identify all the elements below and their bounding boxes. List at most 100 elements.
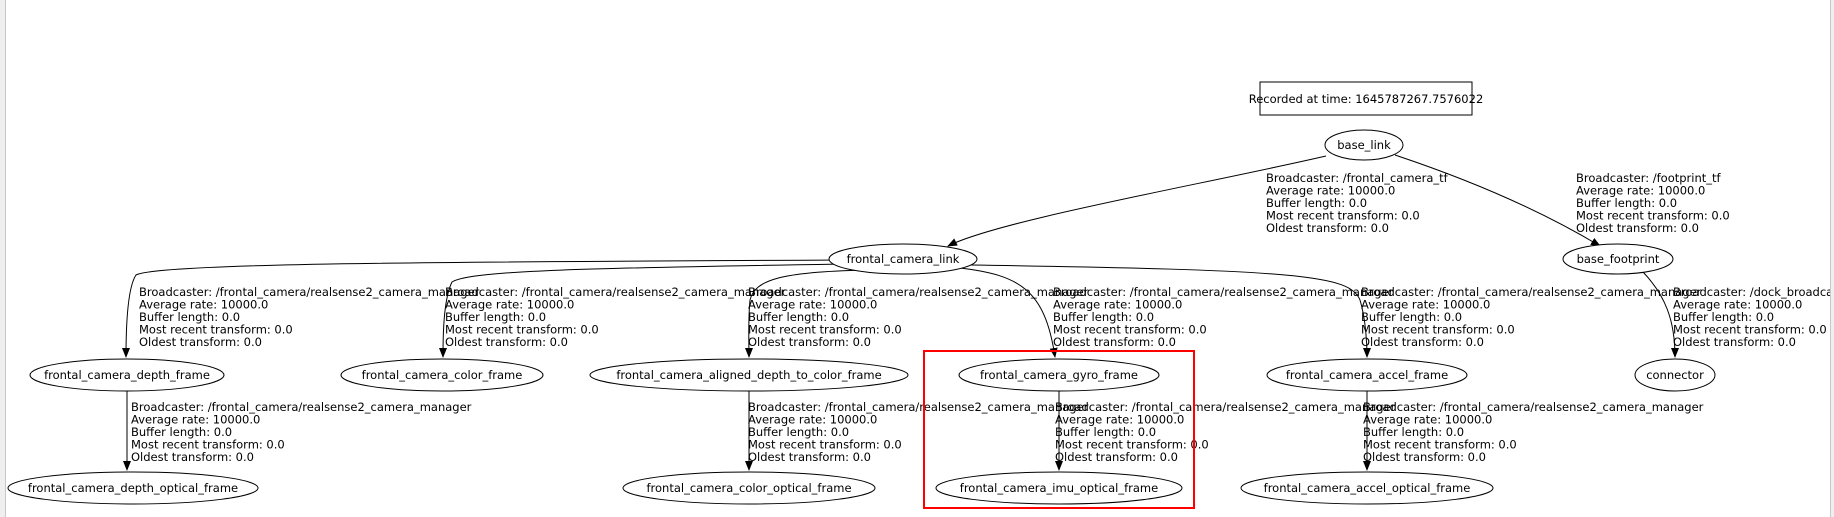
edge-label: Broadcaster: /frontal_camera/realsense2_… [748, 285, 1089, 349]
node-frontal_camera_link[interactable]: frontal_camera_link [828, 243, 978, 275]
edge-label-line: Average rate: 10000.0 [1053, 298, 1182, 312]
edge-label-line: Most recent transform: 0.0 [1361, 323, 1515, 337]
edge-label-line: Oldest transform: 0.0 [1363, 450, 1486, 464]
node-label: connector [1646, 368, 1704, 382]
edge-label-line: Buffer length: 0.0 [139, 310, 240, 324]
edge-label-line: Average rate: 10000.0 [1055, 413, 1184, 427]
edge-label-line: Most recent transform: 0.0 [1363, 438, 1517, 452]
node-label: frontal_camera_color_optical_frame [646, 481, 851, 495]
node-ellipse[interactable] [935, 471, 1183, 505]
edge-label-line: Oldest transform: 0.0 [748, 450, 871, 464]
edge-arrow [439, 263, 846, 358]
edge-label-line: Oldest transform: 0.0 [139, 335, 262, 349]
edge-label-line: Buffer length: 0.0 [1361, 310, 1462, 324]
node-frontal_camera_gyro_frame[interactable]: frontal_camera_gyro_frame [958, 358, 1160, 392]
edge-label-line: Buffer length: 0.0 [1673, 310, 1774, 324]
node-label: frontal_camera_accel_optical_frame [1264, 481, 1471, 495]
node-frontal_camera_imu_optical_frame[interactable]: frontal_camera_imu_optical_frame [935, 471, 1183, 505]
edge-label-line: Broadcaster: /frontal_camera_tf [1266, 171, 1449, 185]
node-ellipse[interactable] [29, 358, 225, 392]
node-ellipse[interactable] [828, 243, 978, 275]
edge-label-line: Most recent transform: 0.0 [748, 438, 902, 452]
edge-label-line: Broadcaster: /frontal_camera/realsense2_… [139, 285, 480, 299]
node-label: frontal_camera_gyro_frame [980, 368, 1138, 382]
edge-label-line: Buffer length: 0.0 [445, 310, 546, 324]
edge-label: Broadcaster: /frontal_camera/realsense2_… [1053, 285, 1394, 349]
edge-label-line: Most recent transform: 0.0 [1266, 209, 1420, 223]
edge-label-line: Buffer length: 0.0 [1363, 425, 1464, 439]
edge-label-line: Most recent transform: 0.0 [131, 438, 285, 452]
edge-frontal_camera_link-to-frontal_camera_depth_frame: Broadcaster: /frontal_camera/realsense2_… [122, 259, 841, 358]
node-label: frontal_camera_accel_frame [1286, 368, 1448, 382]
edge-label-line: Oldest transform: 0.0 [1055, 450, 1178, 464]
edge-label-line: Broadcaster: /frontal_camera/realsense2_… [445, 285, 786, 299]
edge-label-line: Broadcaster: /frontal_camera/realsense2_… [1055, 400, 1396, 414]
node-ellipse[interactable] [340, 358, 544, 392]
node-ellipse[interactable] [1634, 358, 1716, 392]
edge-arrow [947, 155, 1327, 247]
edge-label-line: Average rate: 10000.0 [1363, 413, 1492, 427]
node-base_link[interactable]: base_link [1324, 129, 1404, 161]
edge-label-line: Broadcaster: /frontal_camera/realsense2_… [1361, 285, 1702, 299]
edge-label-line: Average rate: 10000.0 [1576, 184, 1705, 198]
edge-label-line: Broadcaster: /frontal_camera/realsense2_… [1363, 400, 1704, 414]
node-label: frontal_camera_color_frame [362, 368, 523, 382]
edge-label-line: Broadcaster: /footprint_tf [1576, 171, 1722, 185]
edge-label-line: Average rate: 10000.0 [445, 298, 574, 312]
node-base_footprint[interactable]: base_footprint [1562, 243, 1674, 275]
edge-label: Broadcaster: /frontal_camera/realsense2_… [1361, 285, 1702, 349]
node-ellipse[interactable] [1562, 243, 1674, 275]
edge-label-line: Average rate: 10000.0 [1266, 184, 1395, 198]
edge-label: Broadcaster: /frontal_camera/realsense2_… [748, 400, 1089, 464]
node-frontal_camera_accel_frame[interactable]: frontal_camera_accel_frame [1266, 358, 1468, 392]
recorded-time-box: Recorded at time: 1645787267.7576022 [1249, 81, 1483, 116]
node-label: frontal_camera_depth_optical_frame [28, 481, 238, 495]
node-frontal_camera_color_frame[interactable]: frontal_camera_color_frame [340, 358, 544, 392]
edge-label-line: Average rate: 10000.0 [131, 413, 260, 427]
edge-label-line: Most recent transform: 0.0 [1055, 438, 1209, 452]
node-ellipse[interactable] [622, 471, 876, 505]
edge-frontal_camera_depth_frame-to-frontal_camera_depth_optical_frame: Broadcaster: /frontal_camera/realsense2_… [123, 391, 472, 471]
highlight-box [923, 350, 1195, 509]
edge-label-line: Average rate: 10000.0 [1361, 298, 1490, 312]
node-frontal_camera_depth_optical_frame[interactable]: frontal_camera_depth_optical_frame [7, 471, 259, 505]
edge-arrow [122, 259, 841, 358]
edge-frontal_camera_link-to-frontal_camera_color_frame: Broadcaster: /frontal_camera/realsense2_… [439, 263, 846, 358]
node-frontal_camera_aligned_depth_to_color_frame[interactable]: frontal_camera_aligned_depth_to_color_fr… [589, 358, 909, 392]
edge-label-line: Oldest transform: 0.0 [1673, 335, 1796, 349]
node-label: frontal_camera_aligned_depth_to_color_fr… [616, 368, 881, 382]
node-ellipse[interactable] [958, 358, 1160, 392]
edge-arrow [744, 269, 866, 358]
edge-label: Broadcaster: /frontal_camera/realsense2_… [445, 285, 786, 349]
node-ellipse[interactable] [1240, 471, 1494, 505]
edge-label-line: Most recent transform: 0.0 [445, 323, 599, 337]
edge-label-line: Average rate: 10000.0 [748, 413, 877, 427]
node-frontal_camera_color_optical_frame[interactable]: frontal_camera_color_optical_frame [622, 471, 876, 505]
node-ellipse[interactable] [1324, 129, 1404, 161]
node-ellipse[interactable] [7, 471, 259, 505]
node-frontal_camera_accel_optical_frame[interactable]: frontal_camera_accel_optical_frame [1240, 471, 1494, 505]
node-ellipse[interactable] [589, 358, 909, 392]
node-ellipse[interactable] [1266, 358, 1468, 392]
edge-label-line: Buffer length: 0.0 [1053, 310, 1154, 324]
left-border [0, 0, 6, 517]
edge-label-line: Broadcaster: /dock_broadcaster [1673, 285, 1834, 299]
edge-label: Broadcaster: /frontal_camera/realsense2_… [1363, 400, 1704, 464]
node-connector[interactable]: connector [1634, 358, 1716, 392]
edge-label-line: Average rate: 10000.0 [1673, 298, 1802, 312]
edge-label-line: Buffer length: 0.0 [748, 425, 849, 439]
node-label: frontal_camera_depth_frame [44, 368, 210, 382]
edge-label-line: Most recent transform: 0.0 [1673, 323, 1827, 337]
node-frontal_camera_depth_frame[interactable]: frontal_camera_depth_frame [29, 358, 225, 392]
edge-arrow [1394, 154, 1601, 247]
edge-label-line: Buffer length: 0.0 [1266, 196, 1367, 210]
edge-label-line: Oldest transform: 0.0 [748, 335, 871, 349]
edge-base_footprint-to-connector: Broadcaster: /dock_broadcasterAverage ra… [1642, 271, 1834, 358]
edge-label-line: Average rate: 10000.0 [748, 298, 877, 312]
edge-label-line: Broadcaster: /frontal_camera/realsense2_… [131, 400, 472, 414]
node-label: base_link [1337, 138, 1391, 152]
